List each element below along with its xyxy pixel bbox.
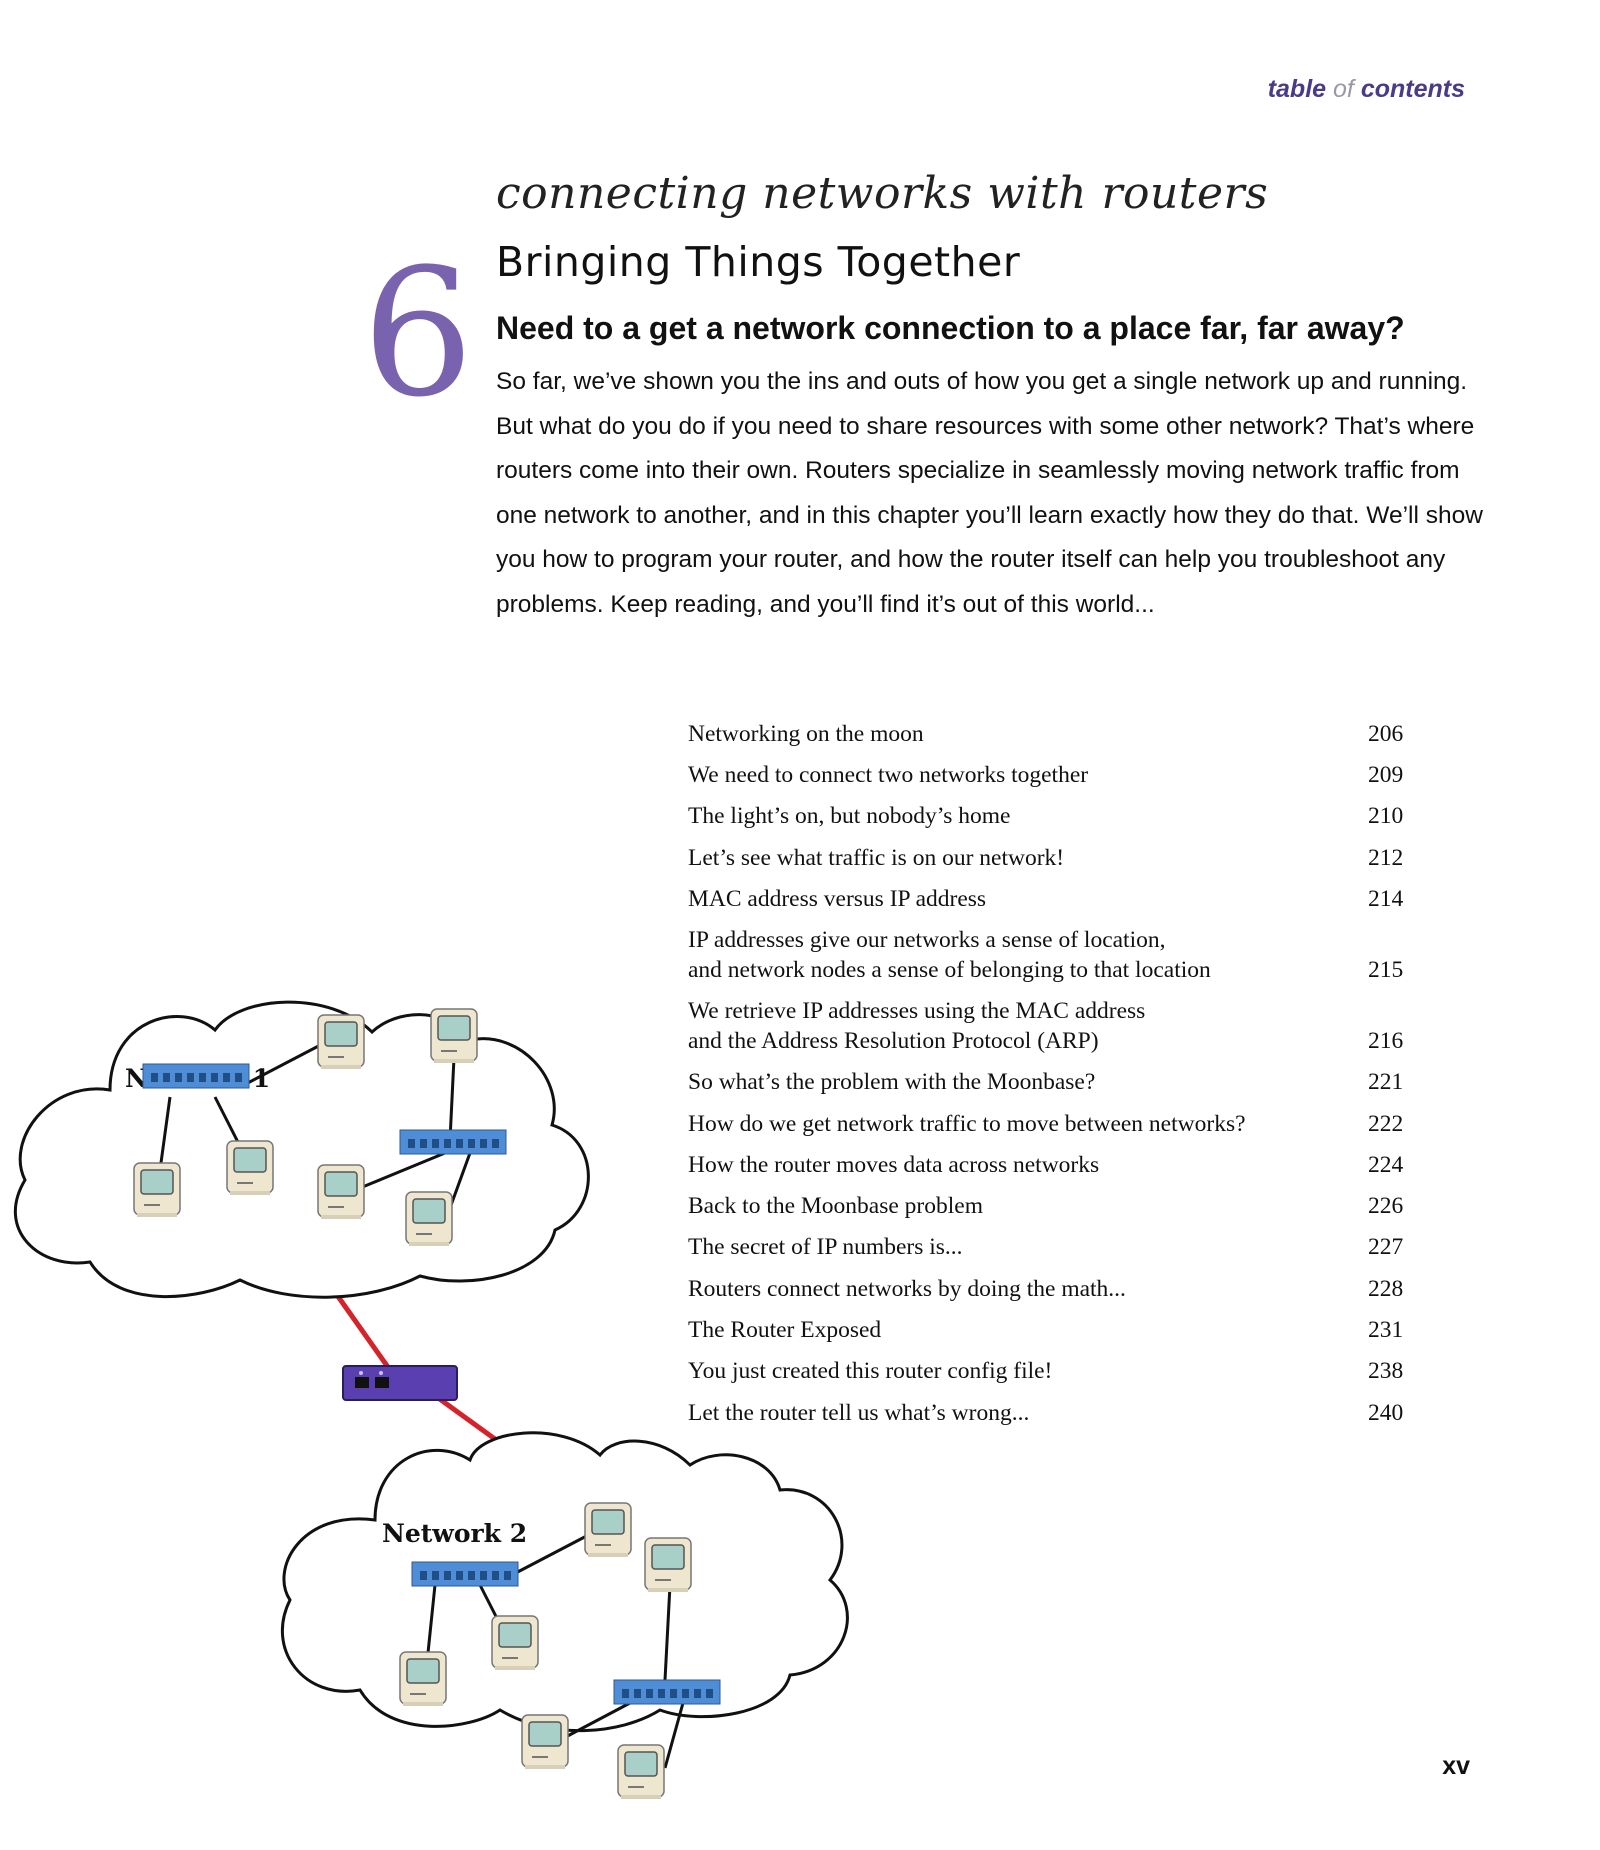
toc-entry-title-line: IP addresses give our networks a sense o…: [688, 927, 1166, 954]
network-diagram: Network 1 Network 2: [13, 1000, 849, 1800]
toc-entry-title-line: and the Address Resolution Protocol (ARP…: [688, 1027, 1099, 1054]
toc-entry-title: MAC address versus IP address: [688, 885, 987, 912]
toc-entry[interactable]: The light’s on, but nobody’s home 210: [688, 795, 1428, 836]
toc-entry[interactable]: IP addresses give our networks a sense o…: [688, 918, 1428, 989]
toc-entry-page: 238: [1368, 1358, 1404, 1385]
toc-entry-title: How do we get network traffic to move be…: [688, 1110, 1246, 1137]
toc-entry-page: 240: [1368, 1399, 1404, 1426]
toc-entry-title: So what’s the problem with the Moonbase?: [688, 1069, 1096, 1096]
toc-entry[interactable]: How do we get network traffic to move be…: [688, 1102, 1428, 1143]
toc-entry[interactable]: The secret of IP numbers is... 227: [688, 1226, 1428, 1267]
toc-entry[interactable]: We need to connect two networks together…: [688, 753, 1428, 794]
toc-entry-page: 212: [1368, 844, 1404, 871]
toc-entry[interactable]: Let’s see what traffic is on our network…: [688, 836, 1428, 877]
network2-label: Network 2: [382, 1519, 527, 1548]
computer-icon: [133, 1162, 181, 1218]
toc-list: Networking on the moon 206 We need to con…: [688, 712, 1428, 1432]
computer-icon: [491, 1615, 539, 1671]
intro-heading: Need to a get a network connection to a …: [496, 310, 1405, 346]
toc-entry-page: 222: [1368, 1110, 1404, 1137]
computer-icon: [317, 1164, 365, 1220]
toc-entry-page: 228: [1368, 1275, 1404, 1302]
toc-entry-page: 224: [1368, 1151, 1404, 1178]
computer-icon: [430, 1008, 478, 1064]
computer-icon: [405, 1191, 453, 1247]
network2-switch-b: [613, 1679, 721, 1705]
toc-entry-title: We need to connect two networks together: [688, 762, 1089, 789]
toc-entry-page: 206: [1368, 720, 1404, 747]
router-icon: [342, 1365, 458, 1401]
toc-entry-title: Networking on the moon: [688, 720, 924, 747]
toc-entry-title: The Router Exposed: [688, 1317, 882, 1344]
toc-entry[interactable]: We retrieve IP addresses using the MAC a…: [688, 989, 1428, 1060]
toc-entry-title-line: We retrieve IP addresses using the MAC a…: [688, 998, 1146, 1025]
toc-entry-page: 210: [1368, 803, 1404, 830]
chapter-kicker: connecting networks with routers: [496, 168, 1269, 219]
toc-entry-title: Routers connect networks by doing the ma…: [688, 1275, 1126, 1302]
toc-entry[interactable]: Routers connect networks by doing the ma…: [688, 1267, 1428, 1308]
toc-entry-title: The light’s on, but nobody’s home: [688, 803, 1011, 830]
network2-switch-a: [411, 1561, 519, 1587]
chapter-number: 6: [362, 231, 474, 436]
computer-icon: [399, 1651, 447, 1707]
toc-entry-title: We retrieve IP addresses using the MAC a…: [688, 997, 1145, 1060]
header-word-table: table: [1267, 75, 1327, 103]
toc-entry-page: 216: [1368, 1027, 1404, 1054]
computer-icon: [617, 1744, 665, 1800]
header-word-of: of: [1333, 75, 1354, 103]
computer-icon: [521, 1714, 569, 1770]
computer-icon: [644, 1537, 692, 1593]
intro-paragraph: So far, we’ve shown you the ins and outs…: [496, 368, 1483, 618]
toc-entry-page: 221: [1368, 1069, 1404, 1096]
toc-entry[interactable]: How the router moves data across network…: [688, 1143, 1428, 1184]
running-header: table of contents: [1268, 75, 1465, 104]
page-number: xv: [1442, 1752, 1470, 1780]
network1-switch-b: [399, 1129, 507, 1155]
toc-entry-title: Back to the Moonbase problem: [688, 1193, 983, 1220]
header-word-contents: contents: [1360, 75, 1465, 103]
toc-entry-title: The secret of IP numbers is...: [688, 1234, 963, 1261]
computer-icon: [317, 1014, 365, 1070]
toc-entry-page: 227: [1368, 1234, 1404, 1261]
toc-entry-page: 226: [1368, 1193, 1404, 1220]
toc-entry-title: You just created this router config file…: [688, 1358, 1053, 1385]
toc-entry-title: Let’s see what traffic is on our network…: [688, 844, 1065, 871]
computer-icon: [226, 1140, 274, 1196]
toc-entry-title: How the router moves data across network…: [688, 1151, 1100, 1178]
toc-entry[interactable]: You just created this router config file…: [688, 1350, 1428, 1391]
network1-switch-a: [142, 1063, 250, 1089]
toc-entry[interactable]: Back to the Moonbase problem 226: [688, 1184, 1428, 1225]
computer-icon: [584, 1502, 632, 1558]
toc-entry[interactable]: Let the router tell us what’s wrong... 24…: [688, 1391, 1428, 1432]
toc-entry-title: Let the router tell us what’s wrong...: [688, 1399, 1030, 1426]
chapter-title: Bringing Things Together: [496, 238, 1021, 286]
toc-entry-page: 231: [1368, 1317, 1404, 1344]
network2-cloud: [280, 1431, 849, 1733]
toc-entry-title: IP addresses give our networks a sense o…: [688, 926, 1211, 989]
toc-entry[interactable]: So what’s the problem with the Moonbase?…: [688, 1060, 1428, 1101]
toc-entry[interactable]: MAC address versus IP address 214: [688, 877, 1428, 918]
toc-entry[interactable]: The Router Exposed 231: [688, 1308, 1428, 1349]
toc-entry-page: 215: [1368, 956, 1404, 983]
toc-entry-page: 214: [1368, 885, 1404, 912]
toc-entry[interactable]: Networking on the moon 206: [688, 712, 1428, 753]
toc-entry-title-line: and network nodes a sense of belonging t…: [688, 956, 1211, 983]
toc-entry-page: 209: [1368, 762, 1404, 789]
